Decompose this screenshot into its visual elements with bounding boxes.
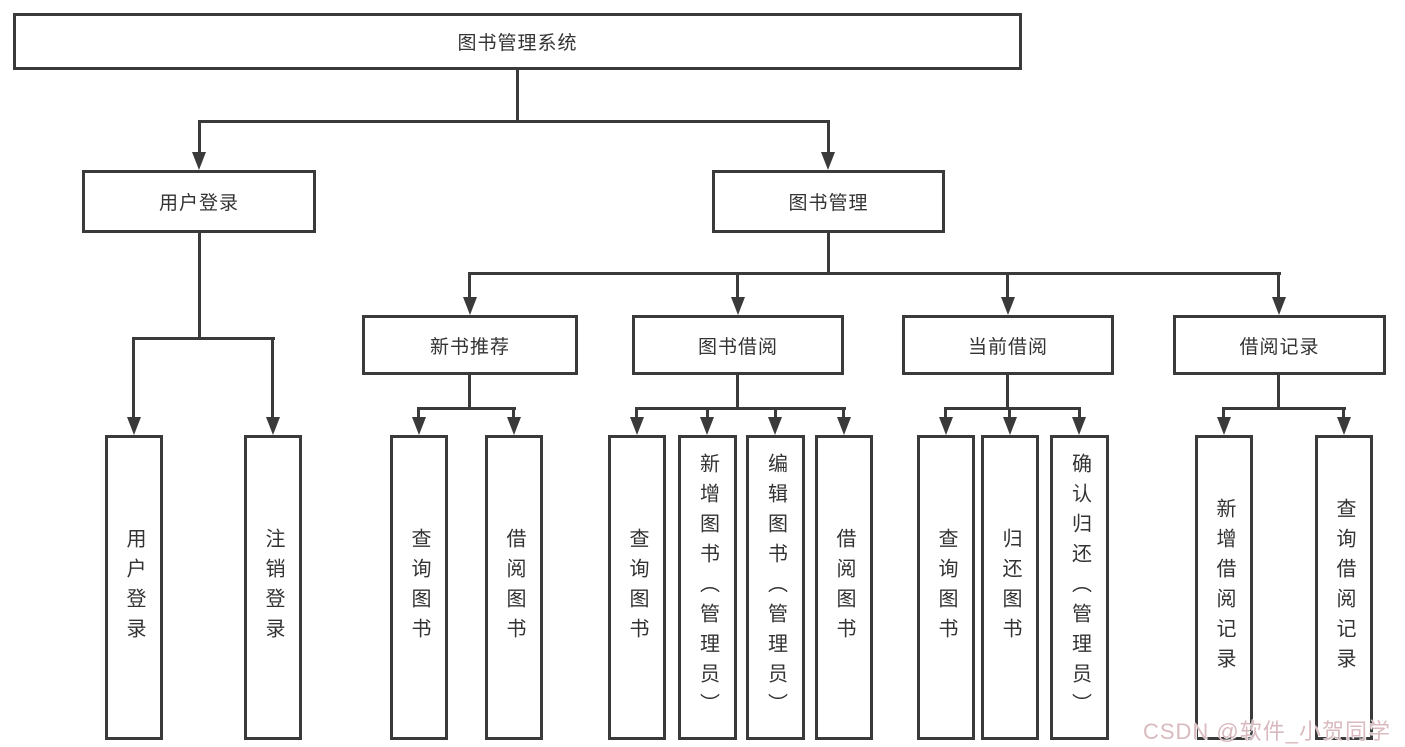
arrowhead-down-icon bbox=[1217, 417, 1231, 435]
node-library-management-system: 图书管理系统 bbox=[13, 13, 1022, 70]
leaf-add-book-admin: 新增图书（管理员） bbox=[678, 435, 737, 740]
connector-line bbox=[468, 272, 1281, 275]
node-book-management: 图书管理 bbox=[712, 170, 945, 233]
connector-line bbox=[132, 337, 275, 340]
connector-line bbox=[944, 407, 947, 419]
leaf-label: 确认归还（管理员） bbox=[1068, 452, 1091, 723]
connector-line bbox=[198, 120, 201, 153]
leaf-query-books-borrowing: 查询图书 bbox=[608, 435, 666, 740]
leaf-label: 查询图书 bbox=[408, 527, 430, 648]
connector-line bbox=[1277, 375, 1280, 407]
arrowhead-down-icon bbox=[1003, 417, 1017, 435]
connector-line bbox=[198, 233, 201, 337]
leaf-label: 查询借阅记录 bbox=[1333, 497, 1355, 678]
leaf-borrow-books-recommend: 借阅图书 bbox=[485, 435, 543, 740]
node-new-book-recommend: 新书推荐 bbox=[362, 315, 578, 375]
connector-line bbox=[512, 407, 515, 419]
arrowhead-down-icon bbox=[192, 152, 206, 170]
leaf-return-books: 归还图书 bbox=[981, 435, 1039, 740]
connector-line bbox=[1277, 272, 1280, 297]
connector-line bbox=[468, 272, 471, 297]
node-label: 用户登录 bbox=[158, 193, 239, 214]
arrowhead-down-icon bbox=[463, 297, 477, 315]
leaf-label: 新增借阅记录 bbox=[1213, 497, 1235, 678]
arrowhead-down-icon bbox=[821, 152, 835, 170]
arrowhead-down-icon bbox=[700, 417, 714, 435]
node-label: 借阅记录 bbox=[1239, 336, 1320, 358]
leaf-logout: 注销登录 bbox=[244, 435, 302, 740]
leaf-label: 查询图书 bbox=[935, 527, 957, 648]
connector-line bbox=[1222, 407, 1346, 410]
leaf-label: 查询图书 bbox=[626, 527, 648, 648]
leaf-label: 新增图书（管理员） bbox=[696, 452, 719, 723]
leaf-label: 用户登录 bbox=[123, 527, 145, 648]
leaf-label: 注销登录 bbox=[262, 527, 284, 648]
arrowhead-down-icon bbox=[1272, 297, 1286, 315]
connector-line bbox=[635, 407, 846, 410]
leaf-label: 借阅图书 bbox=[503, 527, 525, 648]
connector-line bbox=[468, 375, 471, 407]
leaf-query-borrow-record: 查询借阅记录 bbox=[1315, 435, 1373, 740]
arrowhead-down-icon bbox=[939, 417, 953, 435]
arrowhead-down-icon bbox=[507, 417, 521, 435]
arrowhead-down-icon bbox=[266, 417, 280, 435]
connector-line bbox=[1078, 407, 1081, 419]
leaf-label: 编辑图书（管理员） bbox=[764, 452, 787, 723]
connector-line bbox=[132, 337, 135, 417]
connector-line bbox=[736, 375, 739, 407]
connector-line bbox=[516, 70, 519, 120]
arrowhead-down-icon bbox=[837, 417, 851, 435]
leaf-label: 借阅图书 bbox=[833, 527, 855, 648]
connector-line bbox=[271, 337, 274, 417]
node-label: 当前借阅 bbox=[967, 336, 1048, 358]
connector-line bbox=[827, 120, 830, 153]
node-book-borrowing: 图书借阅 bbox=[632, 315, 844, 375]
arrowhead-down-icon bbox=[630, 417, 644, 435]
arrowhead-down-icon bbox=[1337, 417, 1351, 435]
watermark: CSDN @软件_小贺同学 bbox=[1142, 719, 1391, 744]
arrowhead-down-icon bbox=[768, 417, 782, 435]
node-label: 图书管理系统 bbox=[457, 33, 578, 54]
connector-line bbox=[1222, 407, 1225, 419]
leaf-add-borrow-record: 新增借阅记录 bbox=[1195, 435, 1253, 740]
leaf-query-books-recommend: 查询图书 bbox=[390, 435, 448, 740]
connector-line bbox=[1006, 272, 1009, 297]
connector-line bbox=[635, 407, 638, 419]
leaf-borrow-books-borrowing: 借阅图书 bbox=[815, 435, 873, 740]
connector-line bbox=[944, 407, 1081, 410]
arrowhead-down-icon bbox=[127, 417, 141, 435]
node-current-borrowing: 当前借阅 bbox=[902, 315, 1114, 375]
node-borrowing-records: 借阅记录 bbox=[1173, 315, 1386, 375]
node-label: 新书推荐 bbox=[429, 336, 510, 358]
connector-line bbox=[1006, 375, 1009, 407]
leaf-confirm-return-admin: 确认归还（管理员） bbox=[1050, 435, 1109, 740]
connector-line bbox=[827, 233, 830, 272]
leaf-edit-book-admin: 编辑图书（管理员） bbox=[746, 435, 805, 740]
node-label: 图书借阅 bbox=[697, 336, 778, 358]
arrowhead-down-icon bbox=[1001, 297, 1015, 315]
connector-line bbox=[198, 120, 830, 123]
connector-line bbox=[1008, 407, 1011, 419]
leaf-user-login: 用户登录 bbox=[105, 435, 163, 740]
connector-line bbox=[774, 407, 777, 419]
connector-line bbox=[736, 272, 739, 297]
arrowhead-down-icon bbox=[1072, 417, 1086, 435]
connector-line bbox=[417, 407, 516, 410]
leaf-query-books-current: 查询图书 bbox=[917, 435, 975, 740]
connector-line bbox=[417, 407, 420, 419]
leaf-label: 归还图书 bbox=[999, 527, 1021, 648]
arrowhead-down-icon bbox=[412, 417, 426, 435]
node-label: 图书管理 bbox=[788, 193, 869, 214]
arrowhead-down-icon bbox=[731, 297, 745, 315]
connector-line bbox=[706, 407, 709, 419]
node-user-login: 用户登录 bbox=[82, 170, 316, 233]
connector-line bbox=[1342, 407, 1345, 419]
connector-line bbox=[842, 407, 845, 419]
